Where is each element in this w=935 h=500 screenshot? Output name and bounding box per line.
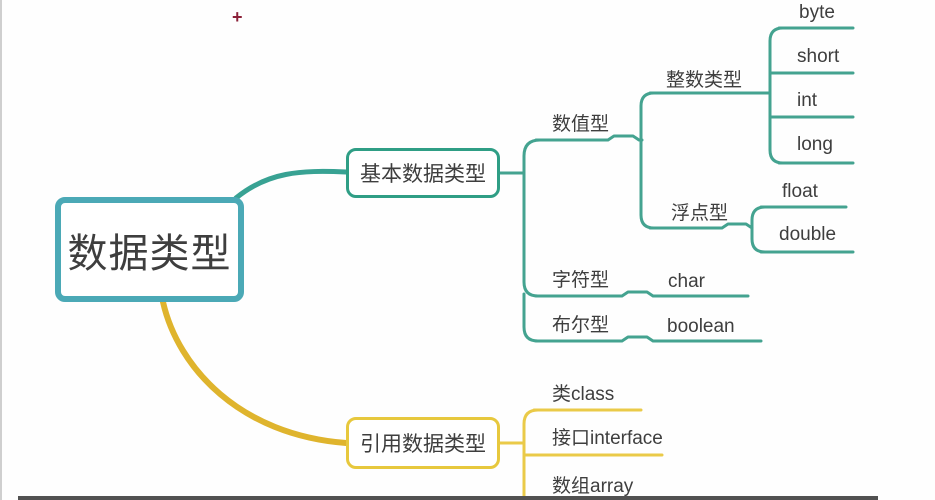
topic-byte[interactable]: byte (799, 2, 835, 23)
topic-long[interactable]: long (797, 134, 833, 155)
bracket-numeric-children (639, 91, 656, 230)
bracket-basic-children-lower (522, 292, 540, 343)
underline-boolean-type (534, 335, 763, 343)
topic-numeric-type[interactable]: 数值型 (552, 114, 610, 135)
branch-node-label: 引用数据类型 (360, 433, 486, 456)
underline-numeric (534, 134, 644, 142)
crosshair-cursor-icon: + (232, 7, 243, 27)
topic-char-type[interactable]: 字符型 (552, 270, 610, 291)
bracket-float-children (750, 205, 767, 254)
window-left-edge (0, 0, 2, 500)
branch-node-label: 基本数据类型 (360, 163, 486, 186)
topic-boolean-type[interactable]: 布尔型 (552, 315, 610, 336)
branch-node-basic-data-types[interactable]: 基本数据类型 (346, 148, 500, 198)
branch-node-reference-data-types[interactable]: 引用数据类型 (346, 417, 500, 469)
topic-floating-point-type[interactable]: 浮点型 (671, 203, 729, 224)
topic-integer-type[interactable]: 整数类型 (666, 70, 743, 91)
edge-root-to-reference (160, 299, 349, 446)
bracket-integer-children (768, 26, 785, 165)
topic-double[interactable]: double (779, 224, 837, 245)
underline-float-type (648, 222, 754, 230)
bracket-basic-children-upper (522, 138, 542, 298)
topic-float[interactable]: float (782, 181, 818, 202)
topic-char[interactable]: char (668, 271, 705, 292)
topic-int[interactable]: int (797, 90, 818, 111)
topic-boolean[interactable]: boolean (667, 316, 735, 337)
topic-short[interactable]: short (797, 46, 840, 67)
bottom-window-bar (18, 496, 878, 500)
root-node-label: 数据类型 (67, 231, 232, 276)
topic-class[interactable]: 类class (552, 384, 615, 405)
underline-char-type (534, 290, 750, 298)
edge-root-to-basic (233, 168, 349, 201)
topic-array[interactable]: 数组array (552, 476, 634, 497)
topic-interface[interactable]: 接口interface (552, 428, 663, 449)
root-node-data-types[interactable]: 数据类型 (55, 197, 244, 302)
